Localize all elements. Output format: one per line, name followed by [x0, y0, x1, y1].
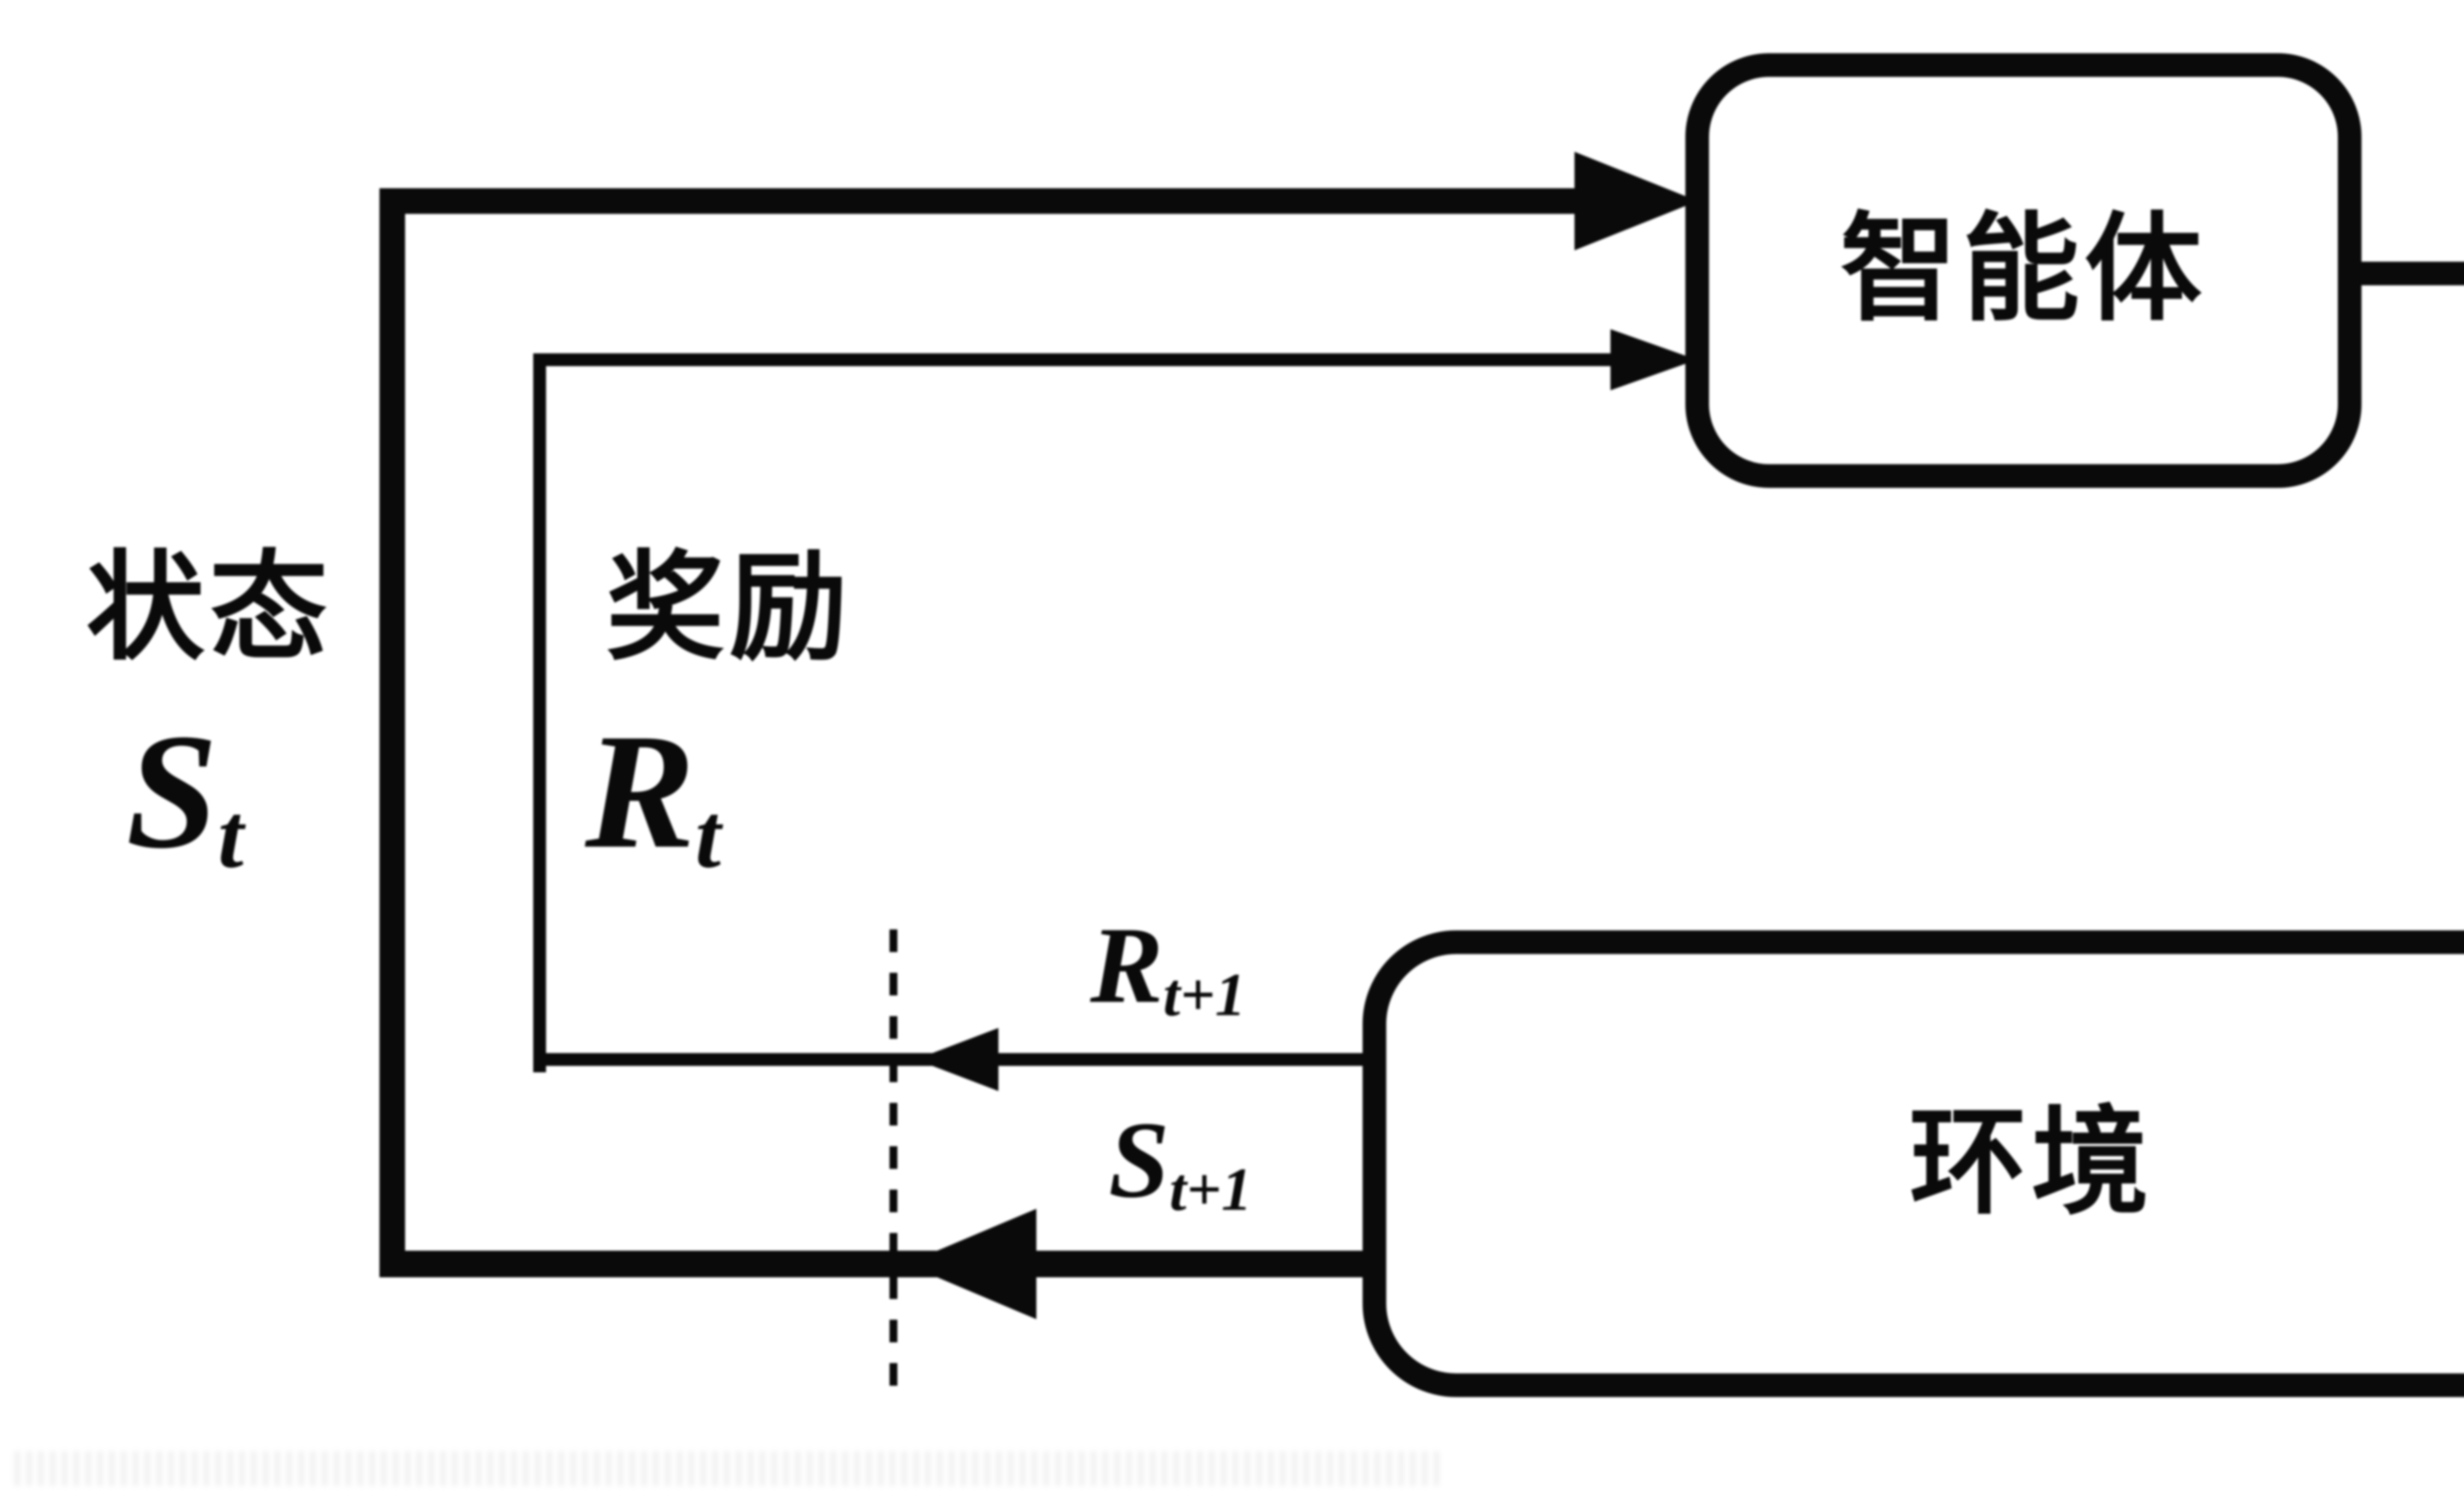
reward-line-top-horizontal [533, 353, 1615, 366]
next-reward-symbol: Rt+1 [1040, 911, 1296, 1025]
state-symbol-subscript: t [218, 785, 244, 888]
next-state-subscript: t+1 [1169, 1155, 1252, 1224]
reward-label: 奖励 [606, 543, 853, 674]
next-state-line [379, 1251, 1365, 1277]
reward-to-agent-arrowhead-icon [1610, 329, 1697, 390]
next-reward-arrowhead-icon [916, 1028, 998, 1091]
next-reward-letter: R [1090, 905, 1164, 1026]
reward-symbol-letter: R [585, 700, 695, 883]
reward-symbol-subscript: t [695, 785, 721, 888]
next-state-letter: S [1108, 1099, 1169, 1221]
reward-line-vertical [533, 353, 546, 1072]
faint-caption-artifact [15, 1451, 1444, 1486]
next-reward-subscript: t+1 [1163, 960, 1246, 1029]
agent-box: 智能体 [1685, 53, 2361, 488]
state-line-top-horizontal [379, 188, 1587, 214]
state-symbol: St [69, 709, 301, 882]
reward-symbol: Rt [537, 709, 769, 882]
next-state-symbol: St+1 [1052, 1105, 1308, 1220]
action-line-corner [2361, 262, 2464, 1178]
timestep-boundary-dashed-line [890, 929, 897, 1390]
environment-label: 环境 [1909, 1098, 2154, 1229]
environment-box: 环境 [1363, 930, 2464, 1397]
agent-label: 智能体 [1840, 205, 2207, 335]
state-label: 状态 [86, 543, 333, 674]
next-state-arrowhead-icon [906, 1209, 1036, 1319]
state-line-vertical [379, 188, 405, 1277]
state-symbol-letter: S [126, 700, 218, 883]
state-to-agent-arrowhead-icon [1574, 152, 1698, 250]
